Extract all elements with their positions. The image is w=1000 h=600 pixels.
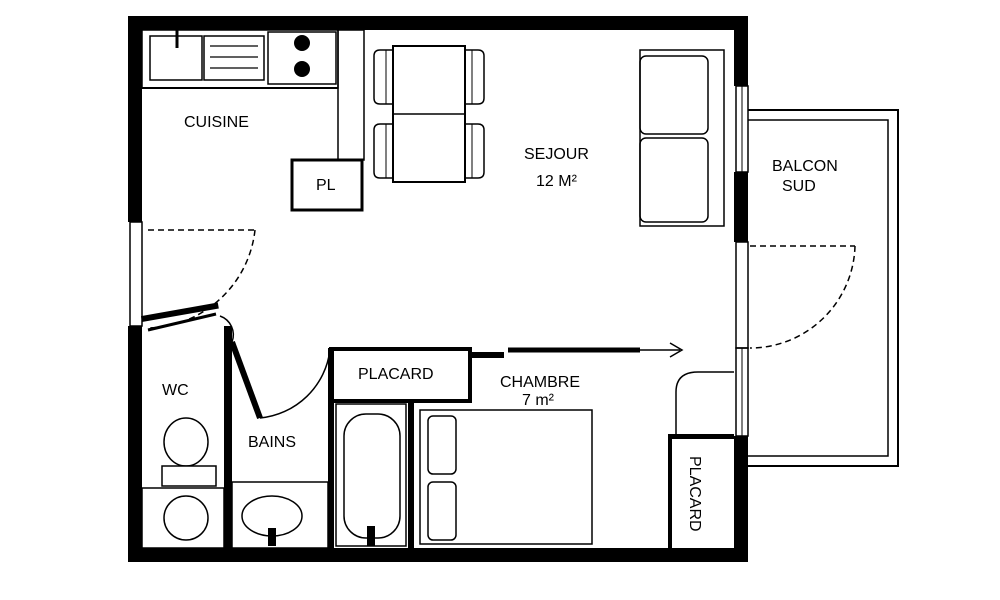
- room-label-pl: PL: [316, 177, 336, 194]
- sink-icon: [149, 30, 203, 81]
- chair-icon: [373, 49, 393, 105]
- bedroom-window: [735, 347, 749, 437]
- bedroom-area-label: 7 m²: [522, 392, 555, 409]
- chair-icon: [373, 123, 393, 179]
- chair-icon: [465, 49, 485, 105]
- outer-walls: [128, 16, 748, 562]
- room-label-bains: BAINS: [248, 434, 296, 451]
- bathtub-icon: [335, 403, 407, 547]
- room-label-sud: SUD: [782, 178, 816, 195]
- room-label-chambre: CHAMBRE: [500, 374, 580, 391]
- closet: [329, 347, 472, 403]
- bathroom-door: [219, 315, 331, 420]
- drainboard: [203, 35, 265, 81]
- entrance-door: [129, 221, 256, 329]
- room-label-sejour: SEJOUR: [524, 146, 589, 163]
- bedroom-closet-door: [675, 371, 734, 434]
- stove-icon: [267, 31, 337, 85]
- balcony-door: [735, 241, 856, 349]
- pantry-cupboard: [290, 158, 364, 212]
- bed-icon: [419, 409, 593, 545]
- room-label-placard-side: PLACARD: [686, 456, 703, 532]
- room-label-balcon: BALCON: [772, 158, 838, 175]
- wc-door: [147, 312, 217, 332]
- balcony-window-top: [735, 85, 749, 173]
- living-area-label: 12 M²: [536, 173, 578, 190]
- room-label-wc: WC: [162, 382, 189, 399]
- sink-icon: [241, 495, 303, 546]
- sliding-door-arrow: [508, 342, 684, 358]
- kitchen-partition: [337, 29, 365, 161]
- dining-table: [392, 45, 466, 183]
- room-label-placard: PLACARD: [358, 366, 434, 383]
- room-label-cuisine: CUISINE: [184, 114, 249, 131]
- balcony: [748, 109, 899, 467]
- chair-icon: [465, 123, 485, 179]
- toilet-icon: [161, 417, 217, 487]
- washbasin-icon: [163, 495, 209, 541]
- interior-walls: [140, 302, 734, 549]
- sofa-icon: [639, 49, 725, 227]
